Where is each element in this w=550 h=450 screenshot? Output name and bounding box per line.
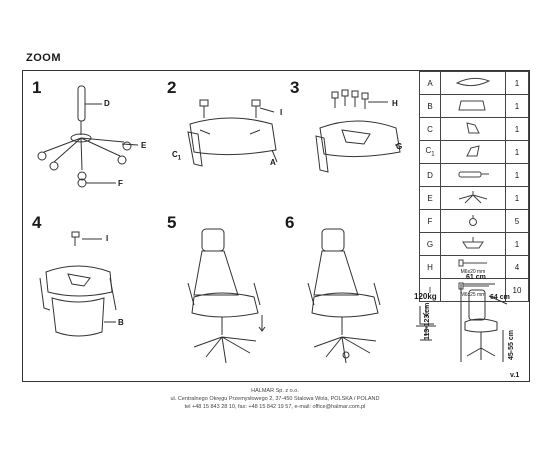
- version-label: v.1: [510, 372, 520, 379]
- table-row: D 1: [419, 163, 529, 187]
- part-letter: E: [419, 186, 441, 210]
- label-e: E: [141, 141, 147, 150]
- bolt-size-label: M6x20 mm: [460, 269, 486, 275]
- table-row: A 1: [419, 71, 529, 95]
- step-6-illustration: [307, 228, 381, 364]
- part-qty: 1: [505, 140, 529, 164]
- instruction-frame: [22, 70, 530, 382]
- part-qty: 1: [505, 186, 529, 210]
- parts-table: A 1 B 1 C 1 C1 1 D 1 E 1 F 5 G 1 H M6x20…: [419, 71, 529, 302]
- step-number-3: 3: [290, 78, 300, 97]
- part-qty: 10: [505, 278, 529, 302]
- label-d: D: [104, 99, 110, 108]
- label-b: B: [118, 318, 124, 327]
- part-letter: A: [419, 71, 441, 95]
- step-2-illustration: [187, 99, 278, 167]
- label-c1: C1: [172, 150, 182, 162]
- label-i-step4: I: [106, 234, 109, 243]
- depth-label: 64 cm: [490, 294, 510, 301]
- max-load-label: 120kg: [414, 292, 437, 301]
- step-5-illustration: [187, 228, 266, 364]
- caster-icon: [440, 209, 506, 233]
- bolt-size-label: M6x25 mm: [460, 292, 486, 298]
- label-g: G: [396, 142, 403, 151]
- table-row: F 5: [419, 209, 529, 233]
- document-title: ZOOM: [26, 52, 61, 64]
- gas-lift-icon: [440, 163, 506, 187]
- label-a: A: [270, 158, 276, 167]
- table-row: C1 1: [419, 140, 529, 164]
- part-qty: 1: [505, 232, 529, 256]
- label-f: F: [118, 179, 123, 188]
- step-number-2: 2: [167, 78, 177, 97]
- table-row: G 1: [419, 232, 529, 256]
- armrest-left-icon: [440, 117, 506, 141]
- footer-address: ul. Centralnego Okręgu Przemysłowego 2, …: [170, 396, 380, 402]
- step-4-illustration: [39, 231, 117, 337]
- label-h: H: [392, 99, 398, 108]
- mechanism-icon: [440, 232, 506, 256]
- width-label: 61 cm: [466, 274, 486, 281]
- step-number-5: 5: [167, 213, 177, 232]
- table-row: I M6x25 mm 10: [419, 278, 529, 302]
- armrest-right-icon: [440, 140, 506, 164]
- bolt-icon: M6x20 mm: [440, 255, 506, 279]
- step-number-6: 6: [285, 213, 295, 232]
- total-height-label: 113-123 cm: [424, 302, 431, 340]
- part-letter: B: [419, 94, 441, 118]
- seat-icon: [440, 71, 506, 95]
- part-letter: D: [419, 163, 441, 187]
- table-row: E 1: [419, 186, 529, 210]
- part-qty: 4: [505, 255, 529, 279]
- part-letter: G: [419, 232, 441, 256]
- step-3-illustration: [315, 89, 401, 173]
- part-letter: C1: [419, 140, 441, 164]
- part-qty: 1: [505, 163, 529, 187]
- part-qty: 1: [505, 71, 529, 95]
- footer-contact: tel +48 15 843 28 10, fax: +48 15 842 19…: [184, 404, 366, 410]
- backrest-icon: [440, 94, 506, 118]
- step-number-1: 1: [32, 78, 42, 97]
- part-qty: 1: [505, 117, 529, 141]
- dimension-chair-drawing: [460, 283, 508, 362]
- footer-company: HALMAR Sp. z o.o.: [251, 388, 299, 394]
- table-row: H M6x20 mm 4: [419, 255, 529, 279]
- load-chair-icon: [416, 306, 436, 341]
- table-row: C 1: [419, 117, 529, 141]
- part-letter: C: [419, 117, 441, 141]
- star-base-icon: [440, 186, 506, 210]
- step-number-4: 4: [32, 213, 42, 232]
- label-i: I: [280, 108, 283, 117]
- step-1-illustration: [37, 85, 139, 188]
- table-row: B 1: [419, 94, 529, 118]
- part-letter: F: [419, 209, 441, 233]
- part-qty: 1: [505, 94, 529, 118]
- part-qty: 5: [505, 209, 529, 233]
